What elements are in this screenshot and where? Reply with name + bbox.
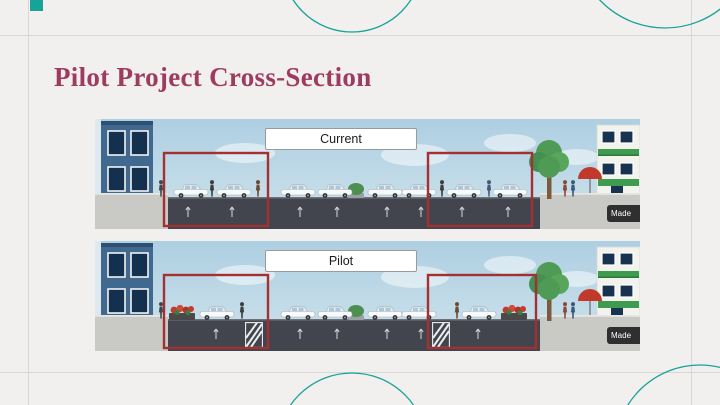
made-watermark: Made — [607, 205, 640, 222]
pilot-highlight-box-left — [162, 273, 270, 350]
pilot-highlight-box-right — [426, 273, 538, 350]
deco-arc-bottom-center — [289, 372, 415, 405]
current-highlight-box-right — [426, 151, 534, 228]
frame-line-right — [691, 0, 692, 405]
pilot-label: Pilot — [265, 250, 417, 272]
pilot-street-illustration — [95, 241, 640, 351]
frame-line-left — [28, 0, 29, 405]
current-street-illustration — [95, 119, 640, 229]
pilot-label-text: Pilot — [328, 254, 354, 268]
current-label-text: Current — [320, 132, 362, 146]
deco-arc-top-center — [292, 0, 412, 33]
corner-accent-square — [30, 0, 43, 11]
made-watermark: Made — [607, 327, 640, 344]
pilot-panel: Pilot Made — [95, 241, 640, 351]
deco-arc-bottom-right — [627, 364, 720, 405]
current-panel: Current Made — [95, 119, 640, 229]
page-title: Pilot Project Cross-Section — [54, 62, 372, 92]
frame-line-top — [0, 35, 720, 36]
deco-arc-top-right — [598, 0, 720, 29]
current-label: Current — [265, 128, 417, 150]
current-highlight-box-left — [162, 151, 270, 228]
frame-line-bottom — [0, 372, 720, 373]
